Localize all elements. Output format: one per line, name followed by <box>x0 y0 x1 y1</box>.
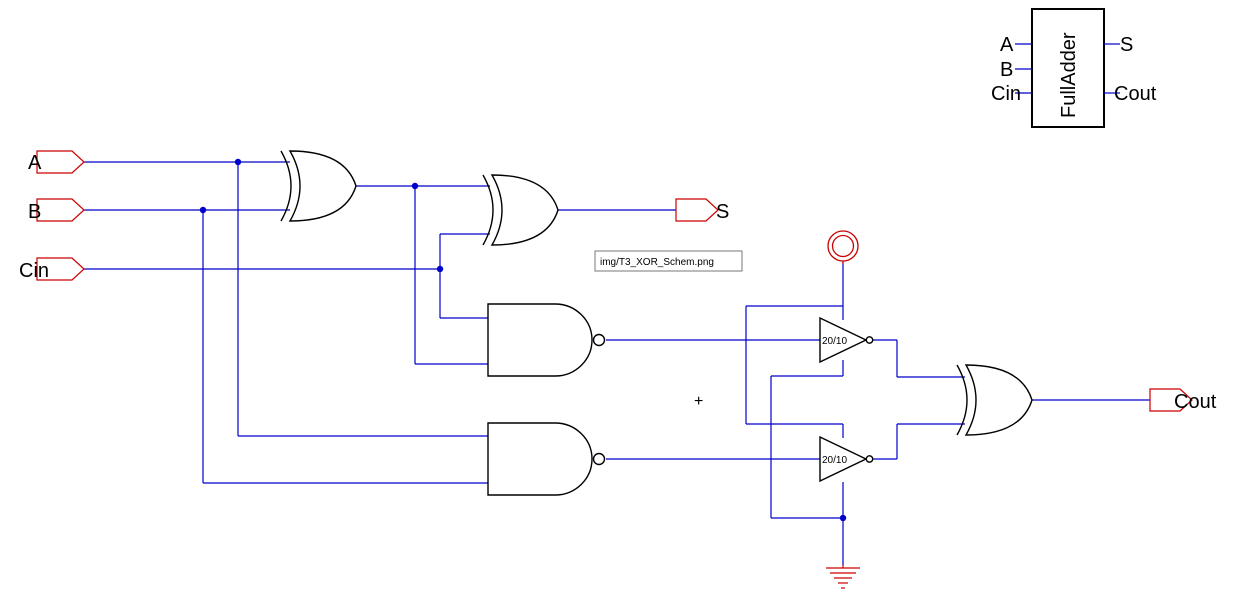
buffer-1[interactable]: 20/10 <box>819 316 874 364</box>
buffer-2[interactable]: 20/10 <box>819 435 874 483</box>
input-port-cin[interactable]: Cin <box>19 257 85 282</box>
ground-symbol[interactable] <box>826 565 860 589</box>
symbol-title: FullAdder <box>1058 32 1080 118</box>
symbol-pin-a: A <box>1000 34 1014 56</box>
xor-gate-2[interactable] <box>482 174 559 246</box>
symbol-pin-cin: Cin <box>991 83 1021 105</box>
symbol-pin-cout: Cout <box>1114 83 1157 105</box>
symbol-pin-b: B <box>1000 59 1013 81</box>
input-port-cin-label: Cin <box>19 260 49 282</box>
input-port-b[interactable]: B <box>28 198 85 223</box>
output-port-cout-label: Cout <box>1174 391 1217 413</box>
tooltip: img/T3_XOR_Schem.png <box>594 250 743 272</box>
input-port-a-label: A <box>28 152 42 174</box>
symbol-pin-s: S <box>1120 34 1133 56</box>
xor-gate-1[interactable] <box>280 150 357 222</box>
output-port-s-label: S <box>716 201 729 223</box>
xor-gate-3[interactable] <box>956 364 1033 436</box>
wires <box>84 161 1150 565</box>
input-port-a[interactable]: A <box>28 150 85 174</box>
crosshair-cursor-icon: + <box>694 393 703 410</box>
nand-gate-2[interactable] <box>487 422 606 496</box>
fulladder-symbol[interactable]: A B Cin S Cout FullAdder <box>991 8 1157 128</box>
buffer-1-label: 20/10 <box>822 336 847 347</box>
input-port-b-label: B <box>28 201 41 223</box>
output-port-s[interactable]: S <box>675 198 729 223</box>
junction-dots <box>199 158 847 522</box>
tooltip-text: img/T3_XOR_Schem.png <box>600 257 714 268</box>
buffer-2-label: 20/10 <box>822 455 847 466</box>
vcc-symbol[interactable] <box>827 230 859 264</box>
nand-gate-1[interactable] <box>487 303 606 377</box>
output-port-cout[interactable]: Cout <box>1149 388 1217 413</box>
